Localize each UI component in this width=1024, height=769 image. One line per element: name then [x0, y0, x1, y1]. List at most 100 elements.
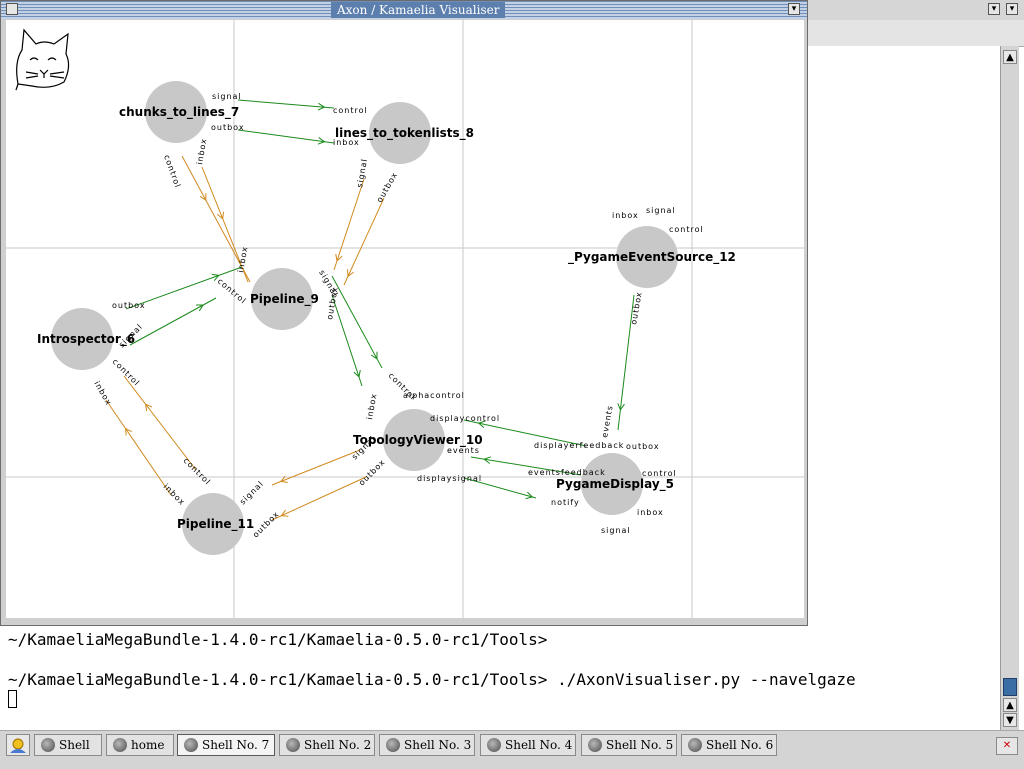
task-label: Shell No. 4 [505, 738, 573, 752]
link-arrow [216, 211, 225, 220]
link-arrow [280, 509, 289, 517]
link-line [331, 275, 383, 369]
graph-node[interactable] [581, 453, 643, 515]
link-line [617, 294, 635, 431]
task-label: Shell No. 3 [404, 738, 472, 752]
postbox-label: events [447, 446, 480, 455]
postbox-label: signal [646, 206, 676, 215]
link-line [331, 294, 363, 387]
postbox-label: inbox [365, 392, 379, 420]
maximize-button[interactable]: ▾ [1006, 3, 1018, 15]
postbox-label: control [162, 154, 182, 190]
postbox-label: control [216, 277, 248, 306]
link-arrow [279, 475, 288, 483]
terminal-line: ~/KamaeliaMegaBundle-1.4.0-rc1/Kamaelia-… [8, 630, 548, 649]
scroll-up-arrow-icon[interactable]: ▲ [1003, 698, 1017, 712]
graph-node[interactable] [383, 409, 445, 471]
postbox-label: outbox [375, 170, 400, 204]
terminal-line: ~/KamaeliaMegaBundle-1.4.0-rc1/Kamaelia-… [8, 670, 856, 689]
minimize-button[interactable]: ▾ [988, 3, 1000, 15]
link-line [271, 449, 361, 486]
postbox-label: signal [212, 92, 242, 101]
link-line [470, 456, 582, 476]
shell-icon [286, 738, 300, 752]
node-label: chunks_to_lines_7 [119, 105, 239, 120]
network-tray-icon[interactable]: ✕ [996, 737, 1018, 755]
postbox-label: inbox [92, 380, 113, 408]
graph-node[interactable] [145, 81, 207, 143]
link-arrow [483, 456, 491, 464]
taskbar-task[interactable]: Shell No. 7 [177, 734, 275, 756]
taskbar-task[interactable]: Shell No. 2 [279, 734, 375, 756]
node-label: Introspector_6 [37, 332, 135, 347]
graph-node[interactable] [51, 308, 113, 370]
scroll-down-arrow-icon[interactable]: ▼ [1003, 713, 1017, 727]
graph-node[interactable] [182, 493, 244, 555]
scrollbar-thumb[interactable] [1003, 678, 1017, 696]
terminal-scrollbar[interactable]: ▲ ▲ ▼ [1000, 46, 1019, 730]
link-arrow [124, 427, 132, 436]
link-line [237, 129, 335, 144]
link-line [181, 155, 251, 283]
window-menu-button[interactable] [6, 3, 18, 15]
task-label: Shell [59, 738, 90, 752]
taskbar-task[interactable]: Shell No. 6 [681, 734, 777, 756]
task-label: home [131, 738, 165, 752]
postbox-label: outbox [629, 291, 644, 326]
shell-icon [113, 738, 127, 752]
postbox-label: control [111, 357, 142, 388]
kde-start-icon[interactable] [6, 734, 30, 756]
link-arrow [335, 253, 343, 262]
taskbar-task[interactable]: Shell No. 3 [379, 734, 475, 756]
postbox-label: outbox [325, 286, 340, 321]
postbox-label: outbox [626, 442, 660, 451]
link-arrow [617, 403, 625, 411]
postbox-label: inbox [637, 508, 664, 517]
taskbar-task[interactable]: Shell [34, 734, 102, 756]
link-arrow [317, 137, 326, 145]
postbox-label: control [182, 456, 213, 487]
postbox-label: signal [601, 526, 631, 535]
postbox-label: notify [551, 498, 580, 507]
shell-icon [41, 738, 55, 752]
taskbar-task[interactable]: Shell No. 5 [581, 734, 677, 756]
shell-icon [688, 738, 702, 752]
link-line [201, 166, 249, 283]
visualiser-titlebar[interactable]: Axon / Kamaelia Visualiser ▾ [1, 1, 807, 19]
topology-graph[interactable]: chunks_to_lines_7 lines_to_tokenlists_8Pi… [6, 20, 804, 618]
postbox-label: inbox [162, 482, 187, 507]
shell-icon [184, 738, 198, 752]
scroll-up-arrow-icon[interactable]: ▲ [1003, 50, 1017, 64]
taskbar-task[interactable]: home [106, 734, 174, 756]
window-title: Axon / Kamaelia Visualiser [331, 2, 506, 18]
taskbar-task[interactable]: Shell No. 4 [480, 734, 576, 756]
shell-icon [386, 738, 400, 752]
postbox-label: inbox [195, 137, 209, 165]
postbox-label: signal [355, 158, 369, 189]
grid [6, 20, 804, 618]
node-label: Pipeline_11 [177, 517, 254, 532]
postbox-label: control [642, 469, 677, 478]
node-label: lines_to_tokenlists_8 [335, 126, 474, 141]
link-arrow [370, 351, 378, 360]
postbox-label: outbox [251, 509, 281, 539]
postbox-label: displaycontrol [430, 414, 500, 423]
link-layer [105, 99, 635, 521]
visualiser-window: Axon / Kamaelia Visualiser ▾ [0, 0, 808, 626]
node-layer: chunks_to_lines_7 lines_to_tokenlists_8Pi… [37, 81, 736, 555]
postbox-label: outbox [357, 457, 387, 487]
postbox-label: alphacontrol [403, 391, 465, 400]
link-line [463, 419, 587, 447]
graph-node[interactable] [251, 268, 313, 330]
kamaelia-cat-logo [15, 28, 70, 91]
link-line [105, 399, 172, 496]
postbox-label: displaysignal [417, 474, 482, 483]
graph-node[interactable] [616, 226, 678, 288]
graph-node[interactable] [369, 102, 431, 164]
link-line [237, 99, 335, 109]
window-shade-button[interactable]: ▾ [788, 3, 800, 15]
link-line [343, 197, 385, 286]
link-arrow [525, 491, 534, 500]
